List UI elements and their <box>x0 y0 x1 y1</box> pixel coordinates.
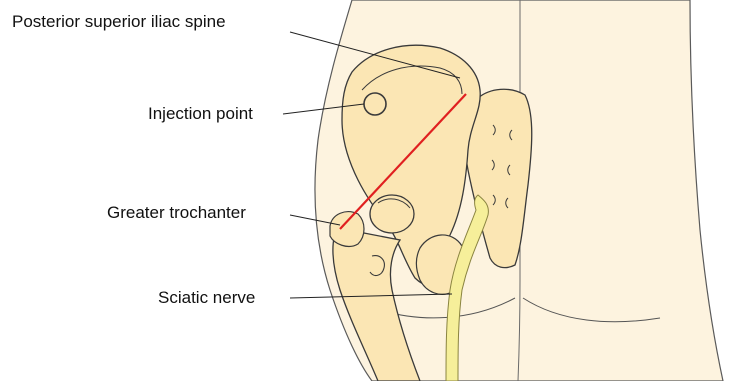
label-posterior-superior-iliac-spine: Posterior superior iliac spine <box>12 12 226 32</box>
label-greater-trochanter: Greater trochanter <box>107 203 246 223</box>
femoral-head <box>370 195 414 233</box>
label-sciatic-nerve: Sciatic nerve <box>158 288 255 308</box>
lesser-trochanter <box>370 256 384 276</box>
greater-trochanter <box>330 212 364 247</box>
label-injection-point: Injection point <box>148 104 253 124</box>
